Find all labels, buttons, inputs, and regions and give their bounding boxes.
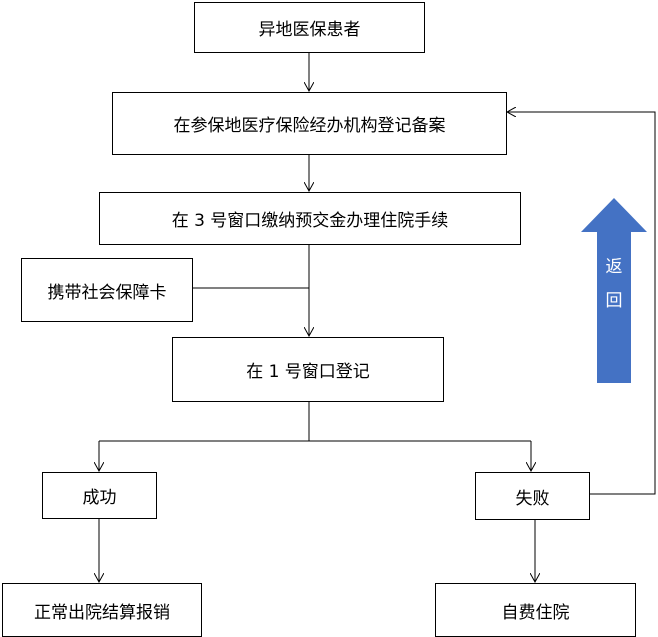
node-register-insured: 在参保地医疗保险经办机构登记备案: [112, 92, 507, 155]
node-window1: 在 1 号窗口登记: [172, 337, 444, 402]
return-char-2: 回: [605, 291, 623, 311]
return-label: 返 回: [597, 250, 631, 318]
return-arrow-icon: [581, 198, 647, 383]
node-success: 成功: [42, 472, 157, 519]
node-card: 携带社会保障卡: [21, 258, 193, 322]
return-char-1: 返: [605, 257, 623, 277]
node-window3: 在 3 号窗口缴纳预交金办理住院手续: [99, 192, 521, 245]
node-failure: 失败: [475, 472, 590, 520]
node-self-pay: 自费住院: [435, 583, 636, 637]
node-start: 异地医保患者: [194, 2, 425, 53]
node-normal-discharge: 正常出院结算报销: [2, 583, 202, 637]
arrow-failure-return: [507, 112, 656, 495]
